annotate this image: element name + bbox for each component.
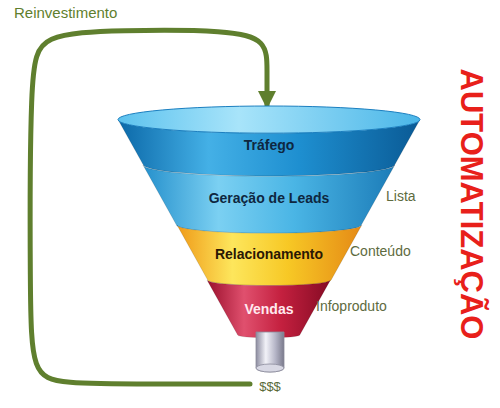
funnel-spout: $$$ [248,330,292,396]
band-body [143,165,395,233]
product-label: Infoproduto [316,298,387,314]
band-label: Vendas [244,301,293,317]
funnel-rim [118,106,420,133]
band-body [177,225,362,286]
band-label: Relacionamento [215,246,323,262]
band-body [207,280,330,338]
relationship-band: Relacionamento [177,225,362,288]
spout-opening [256,364,284,372]
edge-label: Reinvestimento [14,4,117,21]
leads-band: Geração de Leads [143,165,395,235]
content-label: Conteúdo [350,243,411,259]
sales-band: Vendas [207,280,330,340]
band-label: Geração de Leads [209,190,330,206]
money-label: $$$ [259,379,281,394]
traffic-band: Tráfego [118,105,420,178]
list-label: Lista [386,188,416,204]
spout-body [256,332,284,372]
band-label: Tráfego [244,137,295,153]
automation-label: AUTOMATIZAÇÃO [456,69,487,340]
